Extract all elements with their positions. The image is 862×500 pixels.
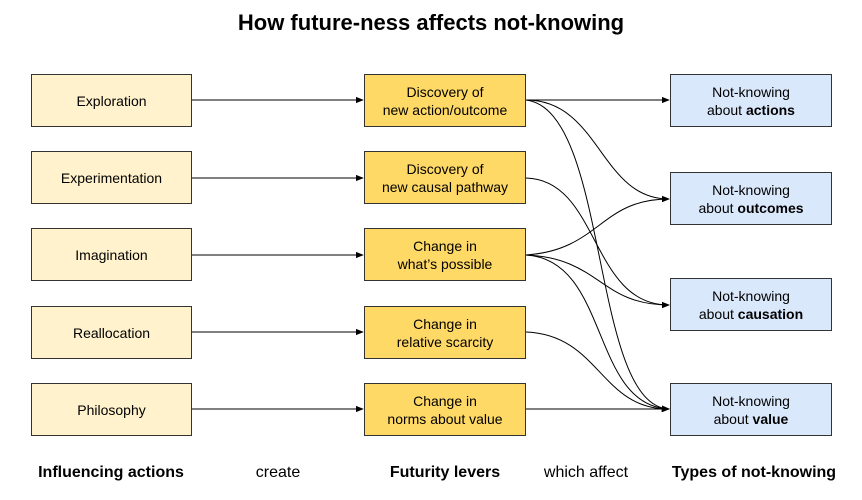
action-imagination: Imagination (31, 228, 192, 281)
lever-line1: Change in (413, 237, 477, 254)
arrow-lever3-to-causation (525, 254, 670, 309)
type-line1: Not-knowing (712, 392, 790, 409)
lever-line1: Change in (413, 392, 477, 409)
type-prefix: about (698, 199, 738, 216)
footer-which-affect: which affect (543, 464, 629, 481)
arrow-lever4-to-value (525, 331, 670, 413)
lever-norms-about-value: Change in norms about value (364, 383, 526, 436)
arrow-lever3-to-outcomes (525, 195, 670, 256)
lever-line2: norms about value (387, 410, 503, 427)
lever-relative-scarcity: Change in relative scarcity (364, 306, 526, 359)
arrow-lever1-to-outcomes (525, 99, 670, 203)
footer-influencing-actions: Influencing actions (38, 464, 184, 481)
type-keyword: actions (745, 101, 795, 118)
action-experimentation: Experimentation (31, 151, 192, 204)
type-keyword: outcomes (737, 199, 804, 216)
type-line1: Not-knowing (712, 287, 790, 304)
type-keyword: value (752, 410, 789, 427)
action-exploration: Exploration (31, 74, 192, 127)
footer-create: create (255, 464, 301, 481)
type-prefix: about (713, 410, 753, 427)
action-reallocation: Reallocation (31, 306, 192, 359)
type-prefix: about (698, 305, 738, 322)
type-keyword: causation (737, 305, 804, 322)
type-line1: Not-knowing (712, 83, 790, 100)
lever-line2: new causal pathway (381, 178, 509, 195)
lever-new-action-outcome: Discovery of new action/outcome (364, 74, 526, 127)
lever-line1: Discovery of (406, 160, 484, 177)
footer-types-of-not-knowing: Types of not-knowing (671, 464, 837, 481)
type-line1: Not-knowing (712, 181, 790, 198)
arrow-lever1-to-value (525, 99, 670, 412)
lever-line1: Change in (413, 315, 477, 332)
arrow-lever2-to-causation (525, 177, 670, 309)
type-prefix: about (707, 101, 746, 118)
action-philosophy: Philosophy (31, 383, 192, 436)
lever-line1: Discovery of (406, 83, 484, 100)
lever-whats-possible: Change in what’s possible (364, 228, 526, 281)
lever-line2: new action/outcome (382, 101, 508, 118)
footer-futurity-levers: Futurity levers (389, 464, 501, 481)
type-causation: Not-knowing about causation (670, 278, 832, 331)
type-value: Not-knowing about value (670, 383, 832, 436)
arrow-lever3-to-value (525, 254, 670, 412)
type-outcomes: Not-knowing about outcomes (670, 172, 832, 225)
lever-line2: relative scarcity (396, 333, 494, 350)
type-actions: Not-knowing about actions (670, 74, 832, 127)
lever-line2: what’s possible (397, 255, 493, 272)
diagram-title: How future-ness affects not-knowing (237, 10, 625, 35)
lever-new-causal-pathway: Discovery of new causal pathway (364, 151, 526, 204)
